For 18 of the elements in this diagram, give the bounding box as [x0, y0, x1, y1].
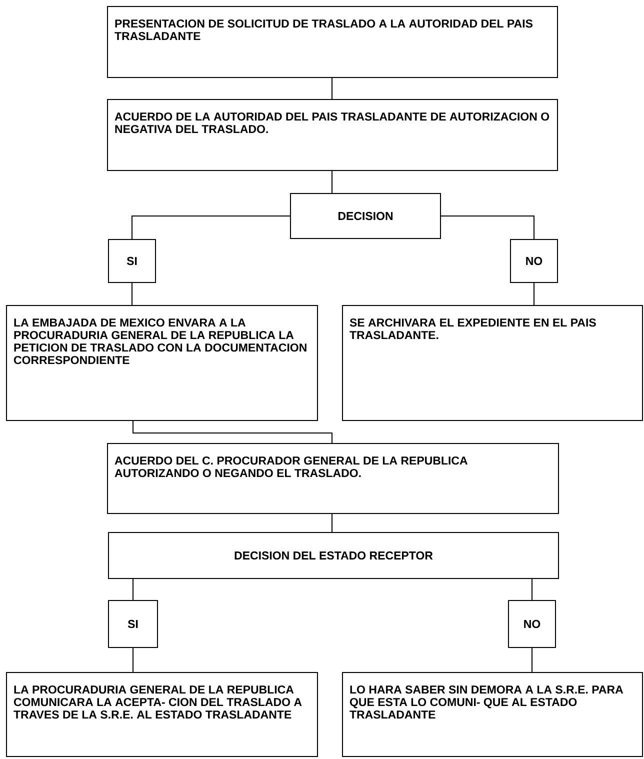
connector-line [132, 216, 290, 240]
process-box: SE ARCHIVARA EL EXPEDIENTE EN EL PAIS TRASLADANTE. [342, 305, 643, 421]
option-box: SI [108, 600, 158, 648]
process-box: ACUERDO DEL C. PROCURADOR GENERAL DE LA REPUBLICA AUTORIZANDO O NEGANDO EL TRASLADO. [107, 443, 559, 514]
connector-line [132, 420, 332, 444]
decision-box: DECISION DEL ESTADO RECEPTOR [108, 532, 559, 579]
process-box: PRESENTACION DE SOLICITUD DE TRASLADO A LA AUTORIDAD DEL PAIS TRASLADANTE [107, 6, 558, 78]
connector-line [132, 648, 134, 672]
decision-box: DECISION [290, 193, 441, 239]
option-box: NO [508, 600, 556, 648]
connector-line [132, 578, 134, 600]
connector-line [440, 216, 534, 240]
process-box: LA EMBAJADA DE MEXICO ENVARA A LA PROCURADURIA GENERAL DE LA REPUBLICA LA PETICION DE TRASLADO CON LA DOCUMENTACION CORRESPONDIENTE [6, 305, 318, 421]
process-box: LA PROCURADURIA GENERAL DE LA REPUBLICA COMUNICARA LA ACEPTA- CION DEL TRASLADO A TRAVES DE LA S.R.E. AL ESTADO TRASLADANTE [6, 672, 318, 757]
option-box: SI [108, 239, 156, 283]
process-box: LO HARA SABER SIN DEMORA A LA S.R.E. PARA QUE ESTA LO COMUNI- QUE AL ESTADO TRASLADANTE [342, 672, 643, 757]
process-box: ACUERDO DE LA AUTORIDAD DEL PAIS TRASLADANTE DE AUTORIZACION O NEGATIVA DEL TRASLADO. [107, 99, 558, 171]
option-box: NO [510, 239, 558, 283]
